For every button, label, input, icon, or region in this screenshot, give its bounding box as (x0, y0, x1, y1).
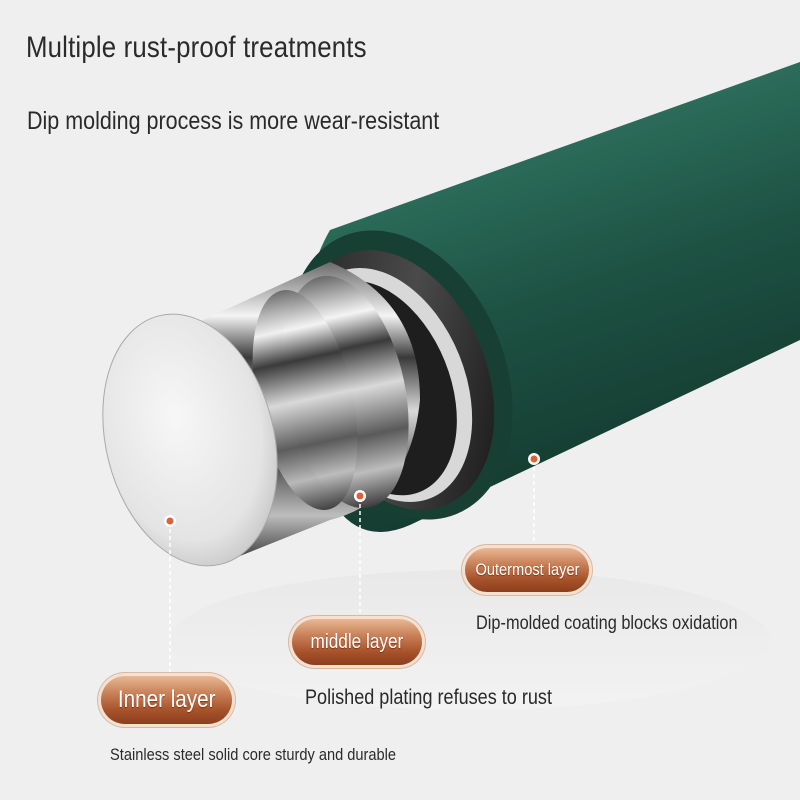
outer-marker-dot (528, 453, 540, 465)
outermost-layer-description: Dip-molded coating blocks oxidation (476, 613, 738, 634)
page-subtitle: Dip molding process is more wear-resista… (27, 107, 440, 135)
middle-layer-label: middle layer (310, 631, 404, 653)
inner-marker-dot (164, 515, 176, 527)
inner-layer-badge: Inner layer (101, 676, 232, 724)
middle-layer-description: Polished plating refuses to rust (305, 686, 552, 709)
inner-layer-description: Stainless steel solid core sturdy and du… (110, 745, 397, 764)
inner-core-face (102, 313, 278, 567)
outermost-layer-label: Outermost layer (474, 560, 580, 579)
inner-layer-label: Inner layer (117, 686, 216, 713)
floor-reflection (170, 570, 770, 710)
page-title: Multiple rust-proof treatments (26, 31, 367, 64)
outermost-layer-badge: Outermost layer (465, 548, 589, 592)
middle-marker-dot (354, 490, 366, 502)
middle-layer-badge: middle layer (292, 619, 422, 665)
